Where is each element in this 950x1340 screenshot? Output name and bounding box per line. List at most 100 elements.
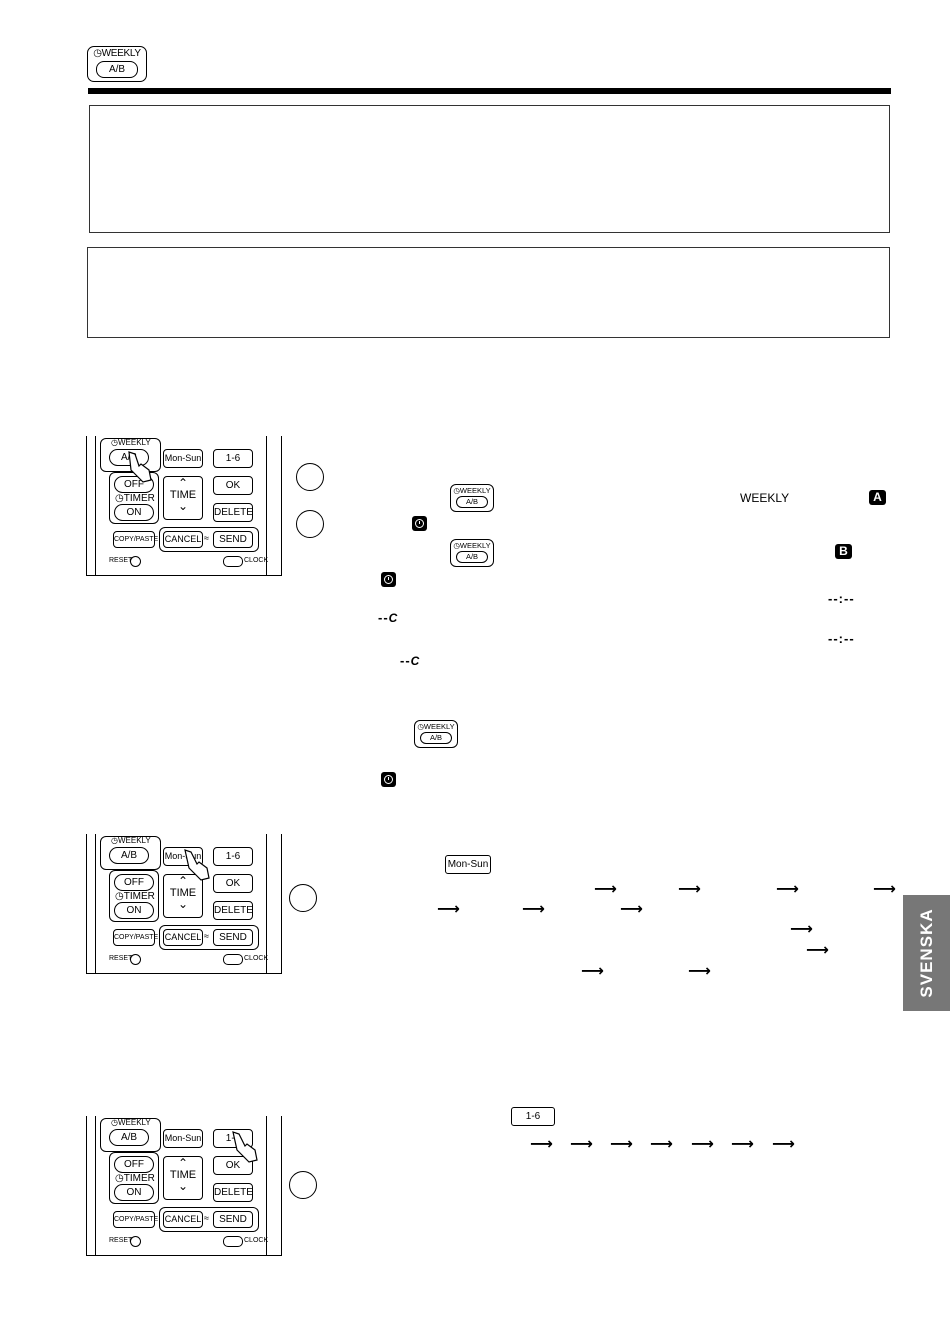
hand-pointer-icon: [128, 451, 152, 483]
wireless-icon: ≈: [204, 533, 209, 543]
one-six-inline-key: 1-6: [511, 1107, 555, 1126]
send-group: [159, 1207, 259, 1232]
weekly-group: [100, 836, 161, 870]
badge-b: B: [835, 544, 852, 559]
time-button[interactable]: ⌃ TIME ⌄: [163, 874, 203, 918]
arrow-right-icon: ⟶: [688, 963, 711, 980]
clock-button[interactable]: [223, 954, 243, 965]
weekly-ab-header-icon: ◷WEEKLY A/B: [87, 46, 147, 82]
clock-label: CLOCK: [244, 557, 269, 564]
delete-button[interactable]: DELETE: [213, 901, 253, 920]
hand-pointer-icon: [232, 1131, 258, 1163]
on-button[interactable]: ON: [114, 504, 154, 521]
send-group: [159, 925, 259, 950]
timer-label: ◷TIMER: [115, 1173, 155, 1184]
reset-button[interactable]: [130, 954, 141, 965]
arrow-right-icon: ⟶: [790, 921, 813, 938]
weekly-ab-button[interactable]: A/B: [109, 1129, 149, 1146]
badge-a: A: [869, 490, 886, 505]
delete-button[interactable]: DELETE: [213, 503, 253, 522]
header-icon-label: ◷WEEKLY: [93, 48, 141, 59]
ok-button[interactable]: OK: [213, 1156, 253, 1175]
header-icon-ab: A/B: [96, 61, 138, 78]
weekly-text: WEEKLY: [740, 491, 790, 505]
arrow-right-icon: ⟶: [873, 881, 896, 898]
wireless-icon: ≈: [204, 1213, 209, 1223]
mon-sun-button[interactable]: Mon-Sun: [163, 1129, 203, 1148]
send-button[interactable]: SEND: [213, 531, 253, 548]
temp-dashes-1: --C: [378, 610, 399, 625]
one-six-button[interactable]: 1-6: [213, 847, 253, 866]
arrow-right-icon: ⟶: [620, 901, 643, 918]
wireless-icon: ≈: [204, 931, 209, 941]
send-button[interactable]: SEND: [213, 1211, 253, 1228]
on-button[interactable]: ON: [114, 1184, 154, 1201]
arrow-right-icon: ⟶: [437, 901, 460, 918]
clock-icon-2: [381, 572, 396, 587]
arrow-right-icon: ⟶: [594, 881, 617, 898]
copy-paste-button[interactable]: COPY/PASTE: [113, 531, 158, 548]
weekly-ab-button[interactable]: A/B: [109, 449, 149, 466]
ok-button[interactable]: OK: [213, 476, 253, 495]
weekly-label: ◷WEEKLY: [111, 1118, 151, 1127]
arrow-right-icon: ⟶: [530, 1136, 553, 1153]
copy-paste-button[interactable]: COPY/PASTE: [113, 929, 158, 946]
arrow-right-icon: ⟶: [678, 881, 701, 898]
time-dashes-1: --:--: [828, 591, 855, 606]
clock-label: CLOCK: [244, 1237, 269, 1244]
step-circle-3: [289, 884, 317, 912]
weekly-label: ◷WEEKLY: [111, 438, 151, 447]
info-box-2: [87, 247, 890, 338]
off-button[interactable]: OFF: [114, 1156, 154, 1173]
clock-button[interactable]: [223, 1236, 243, 1247]
arrow-right-icon: ⟶: [570, 1136, 593, 1153]
arrow-right-icon: ⟶: [522, 901, 545, 918]
reset-label: RESET: [109, 557, 133, 564]
step-circle-4: [289, 1171, 317, 1199]
cancel-button[interactable]: CANCEL: [163, 1211, 203, 1228]
on-button[interactable]: ON: [114, 902, 154, 919]
arrow-right-icon: ⟶: [581, 963, 604, 980]
cancel-button[interactable]: CANCEL: [163, 531, 203, 548]
ok-button[interactable]: OK: [213, 874, 253, 893]
arrow-right-icon: ⟶: [772, 1136, 795, 1153]
delete-button[interactable]: DELETE: [213, 1183, 253, 1202]
time-button[interactable]: ⌃ TIME ⌄: [163, 1156, 203, 1200]
mon-sun-inline-key: Mon-Sun: [445, 855, 491, 874]
timer-label: ◷TIMER: [115, 891, 155, 902]
language-side-tab: SVENSKA: [903, 895, 950, 1011]
weekly-group: [100, 1118, 161, 1152]
clock-icon: [412, 516, 427, 531]
clock-button[interactable]: [223, 556, 243, 567]
arrow-right-icon: ⟶: [806, 942, 829, 959]
copy-paste-button[interactable]: COPY/PASTE: [113, 1211, 158, 1228]
temp-dashes-2: --C: [400, 653, 421, 668]
cancel-button[interactable]: CANCEL: [163, 929, 203, 946]
reset-label: RESET: [109, 955, 133, 962]
send-group: [159, 527, 259, 552]
info-box-1: [89, 105, 890, 233]
one-six-button[interactable]: 1-6: [213, 449, 253, 468]
arrow-right-icon: ⟶: [610, 1136, 633, 1153]
timer-group: [109, 1152, 159, 1204]
reset-button[interactable]: [130, 556, 141, 567]
time-button[interactable]: ⌃ TIME ⌄: [163, 476, 203, 520]
arrow-right-icon: ⟶: [650, 1136, 673, 1153]
arrow-right-icon: ⟶: [776, 881, 799, 898]
timer-group: [109, 870, 159, 922]
clock-icon-3: [381, 772, 396, 787]
reset-label: RESET: [109, 1237, 133, 1244]
time-dashes-2: --:--: [828, 631, 855, 646]
remote-panel-2: ◷WEEKLY A/B Mon-Sun 1-6 OFF ◷TIMER ON ⌃ …: [86, 834, 282, 974]
mon-sun-button[interactable]: Mon-Sun: [163, 449, 203, 468]
step-circle-1: [296, 463, 324, 491]
off-button[interactable]: OFF: [114, 874, 154, 891]
clock-label: CLOCK: [244, 955, 269, 962]
reset-button[interactable]: [130, 1236, 141, 1247]
weekly-ab-button[interactable]: A/B: [109, 847, 149, 864]
send-button[interactable]: SEND: [213, 929, 253, 946]
hand-pointer-icon: [184, 849, 210, 881]
